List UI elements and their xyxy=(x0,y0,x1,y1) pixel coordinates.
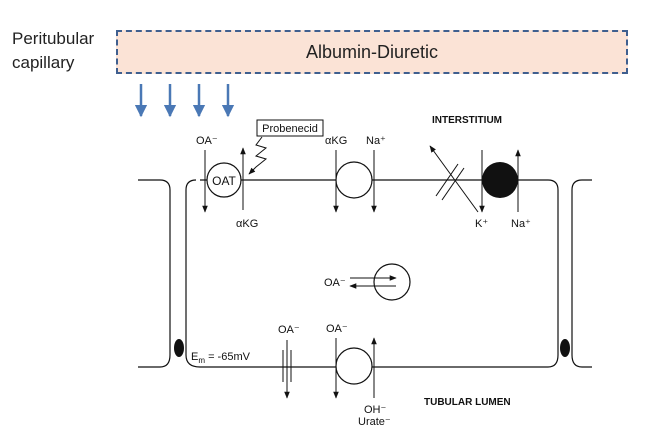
exchanger-oa-label: OA⁻ xyxy=(326,323,348,335)
akg-na-cotransporter xyxy=(335,161,373,199)
membrane-potential-label: Em = -65mV xyxy=(191,351,251,365)
k-channel-wall-2 xyxy=(441,167,465,201)
probenecid-box xyxy=(256,119,324,137)
probenecid-label: Probenecid xyxy=(262,123,318,135)
right-neighbor-cell xyxy=(571,179,592,368)
albumin-diuretic-box: Albumin-Diuretic xyxy=(116,30,628,74)
vesicle-oa-label: OA⁻ xyxy=(324,277,346,289)
oat-oa-label: OA⁻ xyxy=(196,135,218,147)
capillary-flow-arrows xyxy=(134,84,235,118)
left-neighbor-cell xyxy=(138,179,171,368)
atpase-k-label: K⁺ xyxy=(475,218,488,230)
tight-junction-left xyxy=(174,339,184,357)
apical-oa-channel: OA⁻ xyxy=(278,324,300,399)
k-efflux-arrow xyxy=(429,145,479,213)
na-k-atpase xyxy=(482,162,518,198)
apical-oa-exchanger xyxy=(335,347,373,385)
main-cell-outline xyxy=(185,179,559,368)
capillary-label-line1: Peritubular xyxy=(12,29,95,48)
atpase-na-label: Na⁺ xyxy=(511,218,531,230)
capillary-label-line2: capillary xyxy=(12,53,75,72)
cotransporter-akg-label: αKG xyxy=(325,135,347,147)
peritubular-capillary-label: Peritubular capillary xyxy=(12,27,94,75)
tight-junction-right xyxy=(560,339,570,357)
cell-membrane xyxy=(138,179,592,368)
oat-label: OAT xyxy=(212,174,236,188)
albumin-diuretic-label: Albumin-Diuretic xyxy=(305,41,439,62)
interstitium-label: INTERSTITIUM xyxy=(432,115,502,126)
exchanger-oh-label: OH⁻ xyxy=(364,404,387,416)
tubular-lumen-label: TUBULAR LUMEN xyxy=(424,397,511,408)
probenecid-inhibition-line xyxy=(248,136,268,175)
oat-akg-label: αKG xyxy=(236,218,258,230)
oat-transporter xyxy=(206,162,242,198)
exchanger-urate-label: Urate⁻ xyxy=(358,416,391,428)
k-channel-wall-1 xyxy=(435,163,459,197)
k-channel xyxy=(429,145,479,213)
intracellular-oa-vesicle xyxy=(373,263,411,301)
cotransporter-na-label: Na⁺ xyxy=(366,135,386,147)
apical-channel-oa-label: OA⁻ xyxy=(278,324,300,336)
